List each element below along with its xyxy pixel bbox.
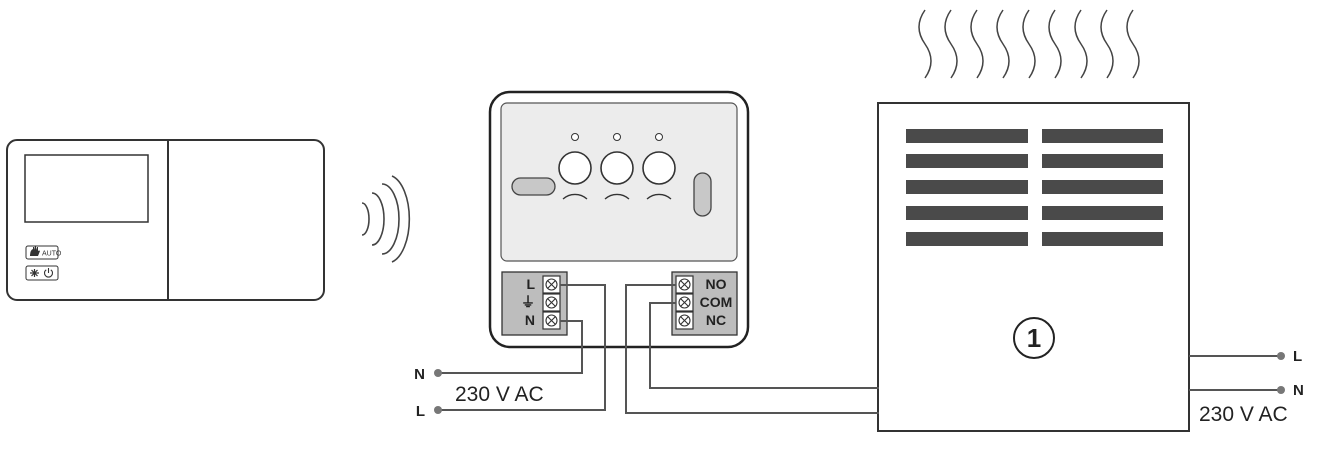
wires bbox=[438, 284, 1281, 414]
vertical-slot bbox=[693, 172, 712, 217]
right-voltage-label: 230 V AC bbox=[1199, 403, 1288, 426]
push-button-2[interactable] bbox=[600, 151, 634, 185]
right-line-label-l: L bbox=[1293, 348, 1302, 365]
button-guard-2 bbox=[604, 193, 630, 200]
left-line-label-l: L bbox=[416, 403, 425, 420]
terminal-screw-n[interactable] bbox=[542, 311, 561, 330]
endpoint-left-n bbox=[434, 369, 442, 377]
wireless-thermostat: AUTO bbox=[6, 139, 325, 301]
relay-module: L ⏚ N NO bbox=[488, 90, 750, 349]
relay-button-3[interactable] bbox=[642, 133, 676, 200]
push-button-1[interactable] bbox=[558, 151, 592, 185]
thermostat-display bbox=[24, 154, 149, 223]
input-terminal-block: L ⏚ N bbox=[501, 271, 568, 336]
terminal-label-l: L bbox=[526, 276, 535, 292]
terminal-screw-no[interactable] bbox=[675, 275, 694, 294]
terminal-screw-earth[interactable] bbox=[542, 293, 561, 312]
terminal-label-com: COM bbox=[700, 294, 733, 310]
terminal-screw-nc[interactable] bbox=[675, 311, 694, 330]
power-icon bbox=[44, 268, 53, 278]
fan-power-button[interactable] bbox=[25, 265, 59, 281]
heater-body bbox=[877, 102, 1190, 432]
terminal-screw-com[interactable] bbox=[675, 293, 694, 312]
mode-button[interactable]: AUTO bbox=[25, 245, 62, 260]
led-indicator-3 bbox=[655, 133, 663, 141]
button-guard-3 bbox=[646, 193, 672, 200]
wireless-signal-icon bbox=[361, 175, 411, 263]
hand-icon bbox=[30, 246, 40, 256]
wire-supply-n bbox=[438, 320, 583, 374]
auto-label: AUTO bbox=[42, 251, 62, 258]
push-button-3[interactable] bbox=[642, 151, 676, 185]
wire-com-to-heater bbox=[649, 302, 879, 389]
horizontal-slot bbox=[511, 177, 556, 196]
led-indicator-1 bbox=[571, 133, 579, 141]
heater-badge-number: 1 bbox=[1027, 323, 1041, 353]
heater: 1 bbox=[877, 9, 1190, 432]
fan-icon bbox=[30, 269, 39, 277]
led-indicator-2 bbox=[613, 133, 621, 141]
relay-button-2[interactable] bbox=[600, 133, 634, 200]
right-line-label-n: N bbox=[1293, 382, 1304, 399]
button-guard-1 bbox=[562, 193, 588, 200]
heater-badge bbox=[1013, 317, 1055, 359]
endpoint-right-l bbox=[1277, 352, 1285, 360]
left-voltage-label: 230 V AC bbox=[455, 383, 544, 406]
endpoint-right-n bbox=[1277, 386, 1285, 394]
heater-grille bbox=[906, 129, 1163, 246]
relay-button-1[interactable] bbox=[558, 133, 592, 200]
terminal-label-earth: ⏚ bbox=[521, 294, 535, 310]
terminal-screw-l[interactable] bbox=[542, 275, 561, 294]
endpoint-left-l bbox=[434, 406, 442, 414]
left-line-label-n: N bbox=[414, 366, 425, 383]
terminal-label-nc: NC bbox=[706, 312, 726, 328]
output-terminal-block: NO COM NC bbox=[671, 271, 738, 336]
terminal-label-no: NO bbox=[706, 276, 727, 292]
wire-supply-l bbox=[438, 284, 606, 411]
terminal-label-n: N bbox=[525, 312, 535, 328]
wire-no-to-heater bbox=[625, 284, 879, 414]
heat-waves-icon bbox=[918, 9, 1140, 79]
